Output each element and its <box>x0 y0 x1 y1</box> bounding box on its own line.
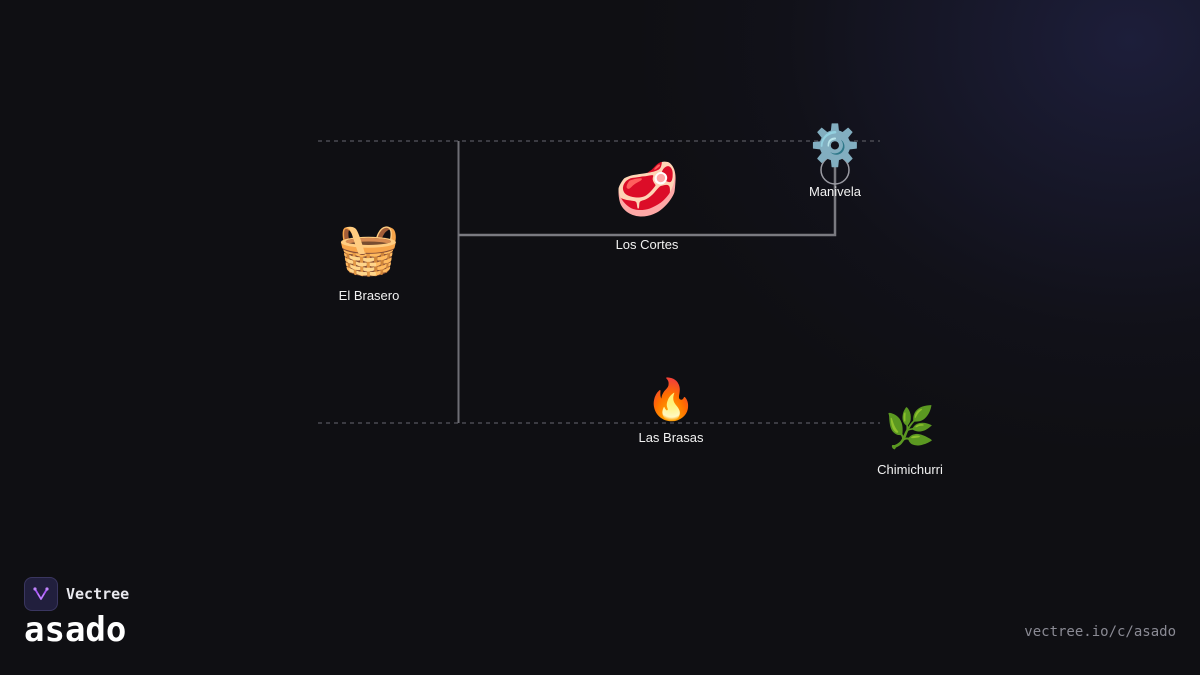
node-el-brasero[interactable]: 🧺 El Brasero <box>338 224 400 303</box>
node-label: Chimichurri <box>877 462 943 477</box>
herb-icon: 🌿 <box>885 406 935 450</box>
node-label: Los Cortes <box>615 237 679 252</box>
node-los-cortes[interactable]: 🥩 Los Cortes <box>615 164 680 252</box>
basket-icon: 🧺 <box>337 221 401 277</box>
brand-name: Vectree <box>66 585 130 603</box>
project-title: asado <box>24 610 127 650</box>
node-label: Las Brasas <box>638 430 704 445</box>
manivela-ring <box>820 155 850 185</box>
node-label: El Brasero <box>338 288 400 303</box>
cortes-to-manivela-line <box>458 162 837 237</box>
meat-icon: 🥩 <box>614 161 680 219</box>
node-chimichurri[interactable]: 🌿 Chimichurri <box>877 408 943 477</box>
node-manivela[interactable]: ⚙️ Manivela <box>809 126 861 199</box>
project-url[interactable]: vectree.io/c/asado <box>1024 624 1176 640</box>
gear-icon: ⚙️ <box>810 124 860 168</box>
vectree-logo-glyph <box>33 587 49 601</box>
node-label: Manivela <box>808 184 862 199</box>
node-las-brasas[interactable]: 🔥 Las Brasas <box>638 380 703 445</box>
brand: Vectree <box>24 577 129 611</box>
fire-icon: 🔥 <box>646 378 696 422</box>
vectree-logo-icon <box>24 577 58 611</box>
